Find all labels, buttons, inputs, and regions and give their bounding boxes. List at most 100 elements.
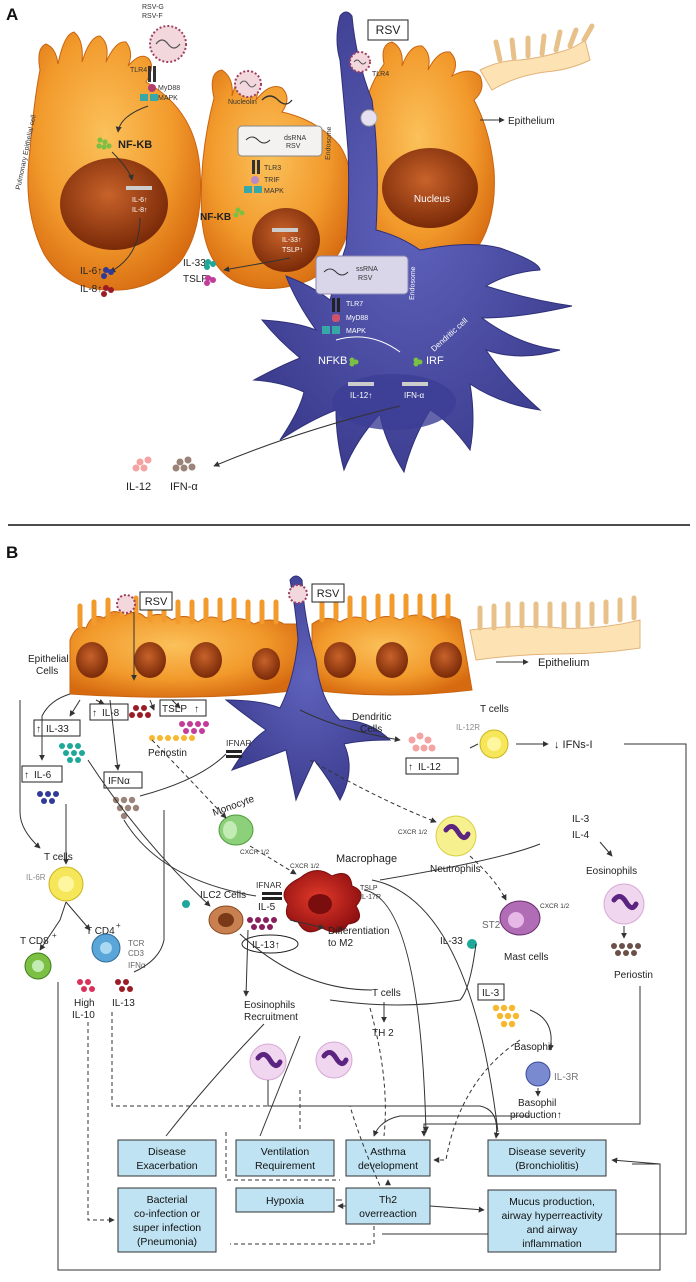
nucleus-left bbox=[60, 158, 168, 250]
ilc2-label: ILC2 Cells bbox=[200, 890, 246, 901]
il8-up-a: IL-8↑ bbox=[132, 207, 148, 214]
myd88-2-label: MyD88 bbox=[346, 315, 368, 322]
il12-box bbox=[405, 757, 459, 775]
il13-up-label: IL-13↑ bbox=[252, 940, 280, 951]
basophil-prod-line1: Basophil bbox=[518, 1098, 556, 1109]
tslp-box bbox=[159, 699, 207, 717]
rsv-box-b1 bbox=[139, 591, 173, 611]
high-il10-line2: IL-10 bbox=[72, 1010, 95, 1021]
tlr4-b-label: TLR4 bbox=[372, 71, 389, 78]
nfkb-label: NF-KB bbox=[118, 139, 152, 151]
panel-a-label: A bbox=[6, 5, 18, 24]
ifns-i-label: ↓ IFNs-I bbox=[554, 739, 593, 751]
mast-cells-label: Mast cells bbox=[504, 952, 548, 963]
rsv-virion-a1 bbox=[149, 25, 187, 63]
outcome-severity-1: Disease severity bbox=[508, 1146, 586, 1158]
basophil-label: Basophil bbox=[514, 1042, 552, 1053]
il3-top-label: IL-3 bbox=[572, 814, 590, 825]
il5-label: IL-5 bbox=[258, 902, 276, 913]
endocytosed-rsv bbox=[360, 109, 378, 127]
outcome-mucus-2: airway hyperreactivity bbox=[502, 1210, 604, 1222]
rsv-virion-b2 bbox=[288, 584, 308, 604]
periostin-r-label: Periostin bbox=[614, 970, 653, 981]
cxcr-mast-label: CXCR 1/2 bbox=[540, 903, 570, 910]
endosome2-label: Endosome bbox=[409, 266, 417, 300]
periostin-dots-r bbox=[611, 943, 641, 956]
il12-text: IL-12 bbox=[418, 762, 441, 773]
rsv-g-label: RSV-G bbox=[142, 4, 164, 11]
outcome-severity-2: (Bronchiolitis) bbox=[515, 1160, 579, 1172]
outcome-exacerbation-2: Exacerbation bbox=[136, 1160, 197, 1172]
rsv-label-a: RSV bbox=[376, 23, 401, 37]
il12-arrow: ↑ bbox=[408, 762, 413, 773]
outcome-hypoxia bbox=[235, 1187, 335, 1213]
tslp-out-a: TSLP↑ bbox=[183, 274, 213, 285]
il8-arrow: ↑ bbox=[92, 708, 97, 719]
tcd8-label: T CD8 bbox=[20, 936, 49, 947]
macrophage-label: Macrophage bbox=[336, 853, 397, 865]
il13-up-ellipse bbox=[241, 934, 299, 954]
il12r-label: IL-12R bbox=[456, 723, 480, 732]
eosinophils-r-label: Eosinophils bbox=[586, 866, 637, 877]
irf-label: IRF bbox=[426, 355, 444, 367]
rsv-label-b1: RSV bbox=[145, 596, 168, 608]
outcome-bacterial-2: co-infection or bbox=[134, 1208, 200, 1220]
rsv-virion-b1 bbox=[116, 594, 136, 614]
ifna-dots-b bbox=[112, 796, 140, 820]
mapk-label: MAPK bbox=[158, 95, 178, 102]
il13-dots bbox=[115, 979, 133, 992]
tcr-label: TCR bbox=[128, 939, 145, 948]
outcome-mucus bbox=[487, 1189, 617, 1253]
endosome-a bbox=[237, 125, 323, 157]
outcome-th2-1: Th2 bbox=[379, 1194, 397, 1206]
il8-text: IL-8 bbox=[102, 708, 120, 719]
myd88-icon bbox=[148, 84, 156, 92]
il12-out-a: IL-12 bbox=[126, 481, 151, 493]
rsv-virion-a2 bbox=[234, 70, 262, 98]
periostin-label: Periostin bbox=[148, 748, 187, 759]
il6-text: IL-6 bbox=[34, 770, 52, 781]
epithelial-cells-line2: Cells bbox=[36, 666, 58, 677]
outcome-severity bbox=[487, 1139, 607, 1177]
tslp-up-a: TSLP↑ bbox=[282, 247, 303, 254]
il33-out-a: IL-33↑ bbox=[183, 258, 211, 269]
outcome-th2 bbox=[345, 1187, 431, 1225]
outcome-hypoxia-text: Hypoxia bbox=[266, 1195, 304, 1207]
outcome-mucus-1: Mucus production, bbox=[509, 1196, 595, 1208]
il33-mast-label: IL-33 bbox=[440, 936, 463, 947]
endosome-dc bbox=[315, 255, 409, 295]
il3-dots bbox=[492, 1004, 520, 1028]
nucleolin-label: Nucleolin bbox=[228, 99, 257, 106]
ifna-in-a: IFN-α bbox=[404, 391, 425, 400]
nucleus-label: Nucleus bbox=[414, 194, 450, 205]
il3-box-label: IL-3 bbox=[482, 988, 500, 999]
outcome-bacterial-4: (Pneumonia) bbox=[137, 1236, 197, 1248]
il6-out-a: IL-6↑ bbox=[80, 266, 102, 277]
outcome-exacerbation-1: Disease bbox=[148, 1146, 186, 1158]
right-epithelial-cell bbox=[355, 23, 595, 284]
outcome-bacterial-1: Bacterial bbox=[147, 1194, 188, 1206]
il8-out-a: IL-8↑ bbox=[80, 284, 102, 295]
dendritic-cell-b bbox=[224, 575, 392, 802]
tlr3-label: TLR3 bbox=[264, 165, 281, 172]
il33-label: ↑ bbox=[36, 724, 41, 735]
tslp-text: TSLP bbox=[162, 704, 187, 715]
rsv-f-label: RSV-F bbox=[142, 13, 163, 20]
mapk2-label: MAPK bbox=[264, 188, 284, 195]
nfkb3-label: NFKB bbox=[318, 355, 347, 367]
il6-box bbox=[21, 765, 63, 783]
tslp-il17r-1: TSLP bbox=[360, 885, 378, 892]
tslp-dots bbox=[179, 721, 209, 734]
trif-label: TRIF bbox=[264, 177, 280, 184]
panel-b-label: B bbox=[6, 543, 18, 562]
il3r-label: IL-3R bbox=[554, 1072, 578, 1083]
tcd8-plus: + bbox=[52, 931, 57, 940]
endosome-label: Endosome bbox=[325, 126, 333, 160]
il33-up-a: IL-33↑ bbox=[282, 237, 301, 244]
t-cells-top-label: T cells bbox=[480, 704, 509, 715]
dendritic-cells-line2: Cells bbox=[360, 724, 382, 735]
tslp-il17r-2: IL-17R bbox=[360, 894, 381, 901]
cxcr-mac-label: CXCR 1/2 bbox=[290, 863, 320, 870]
t-cells-l-label: T cells bbox=[44, 852, 73, 863]
